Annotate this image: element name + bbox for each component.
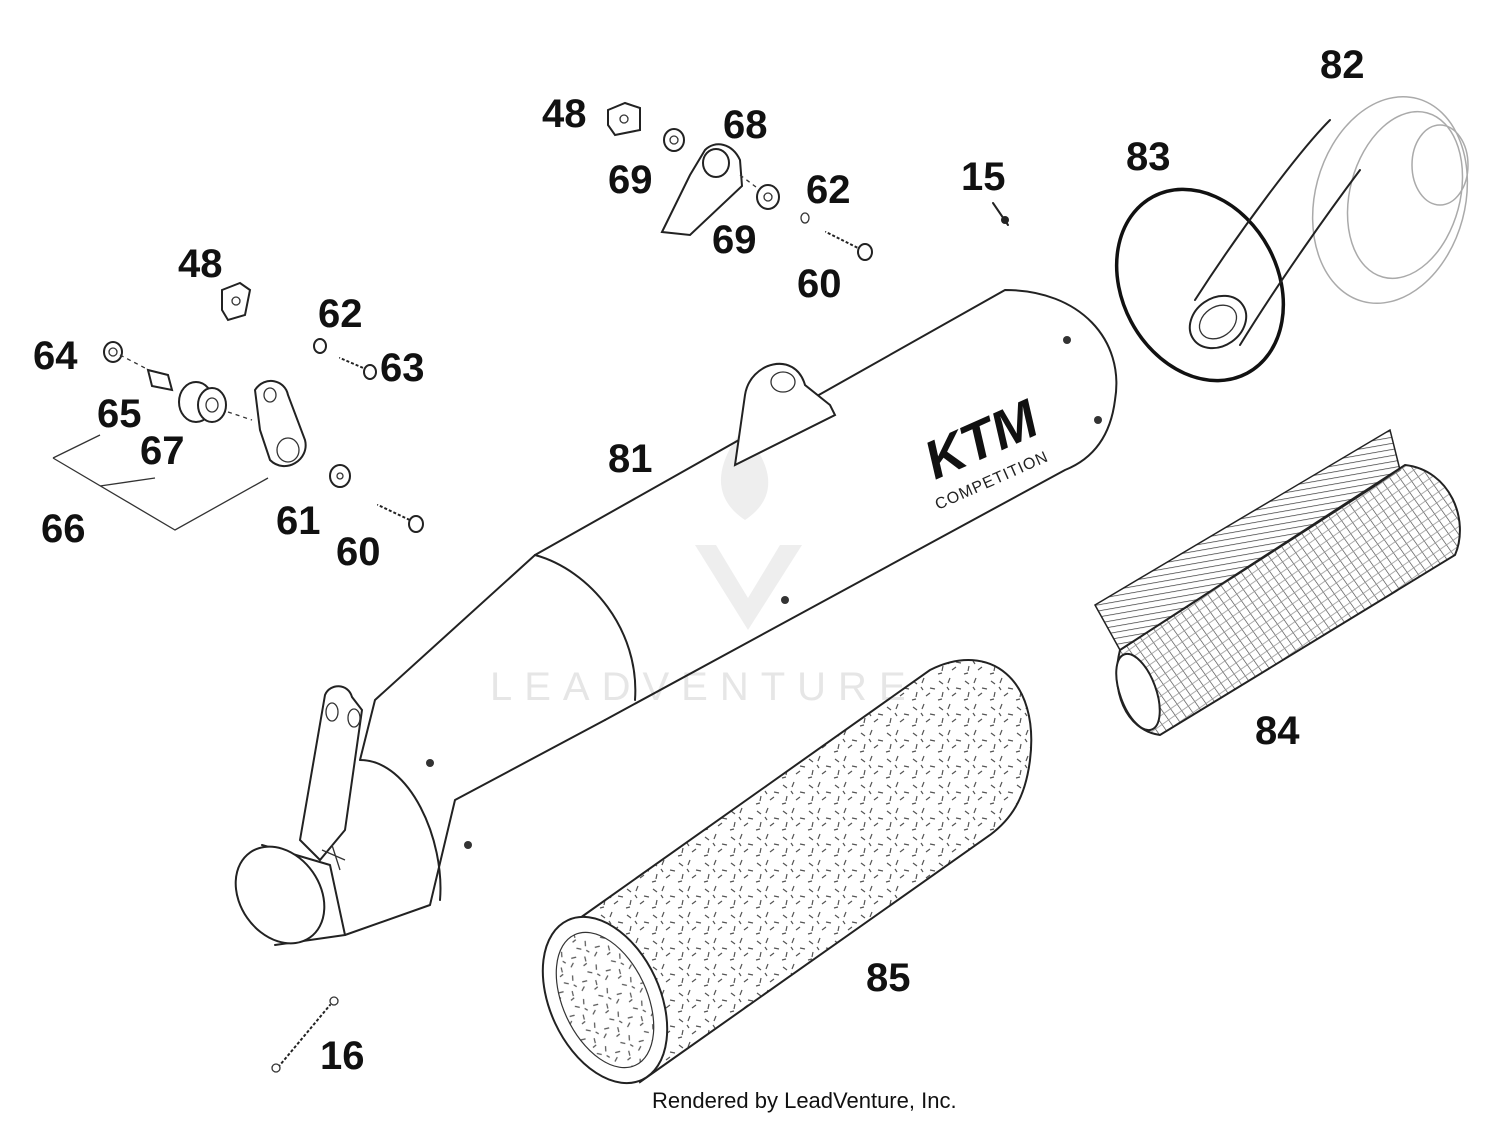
part-83-o-ring <box>1114 187 1286 383</box>
callout-62-top: 62 <box>806 168 851 212</box>
part-15-rivet <box>992 202 1009 226</box>
watermark-v-icon <box>695 545 802 630</box>
part-85-packing-tube <box>541 659 1033 1085</box>
left-mount-assembly <box>52 281 424 533</box>
part-81-muffler-body <box>234 289 1118 946</box>
callout-83: 83 <box>1126 135 1171 179</box>
callout-65: 65 <box>97 392 142 436</box>
callout-63: 63 <box>380 346 425 390</box>
part-16-spring <box>271 996 339 1073</box>
callout-48-top: 48 <box>542 92 587 136</box>
callout-84: 84 <box>1255 709 1300 753</box>
watermark: LEADVENTURE <box>490 430 918 709</box>
top-mount-assembly <box>607 101 873 261</box>
callout-69-right: 69 <box>712 218 757 262</box>
callout-81: 81 <box>608 437 653 481</box>
callout-48-left: 48 <box>178 242 223 286</box>
callout-60-left: 60 <box>336 530 381 574</box>
callout-82: 82 <box>1320 43 1365 87</box>
callout-67: 67 <box>140 429 185 473</box>
callout-66: 66 <box>41 507 86 551</box>
callout-16: 16 <box>320 1034 365 1078</box>
part-82-tube <box>1188 119 1361 350</box>
callout-69-left: 69 <box>608 158 653 202</box>
callout-15: 15 <box>961 155 1006 199</box>
callout-68: 68 <box>723 103 768 147</box>
render-credit: Rendered by LeadVenture, Inc. <box>652 1088 957 1113</box>
part-84-mesh-insert <box>1093 428 1461 737</box>
callout-60-top: 60 <box>797 262 842 306</box>
watermark-text: LEADVENTURE <box>490 665 918 709</box>
callout-85: 85 <box>866 956 911 1000</box>
callouts: 48 69 68 69 62 60 15 82 83 48 62 63 64 6… <box>33 43 1365 1078</box>
callout-64: 64 <box>33 334 78 378</box>
callout-62-left: 62 <box>318 292 363 336</box>
part-82-end-cap <box>1311 95 1469 305</box>
callout-61: 61 <box>276 499 321 543</box>
